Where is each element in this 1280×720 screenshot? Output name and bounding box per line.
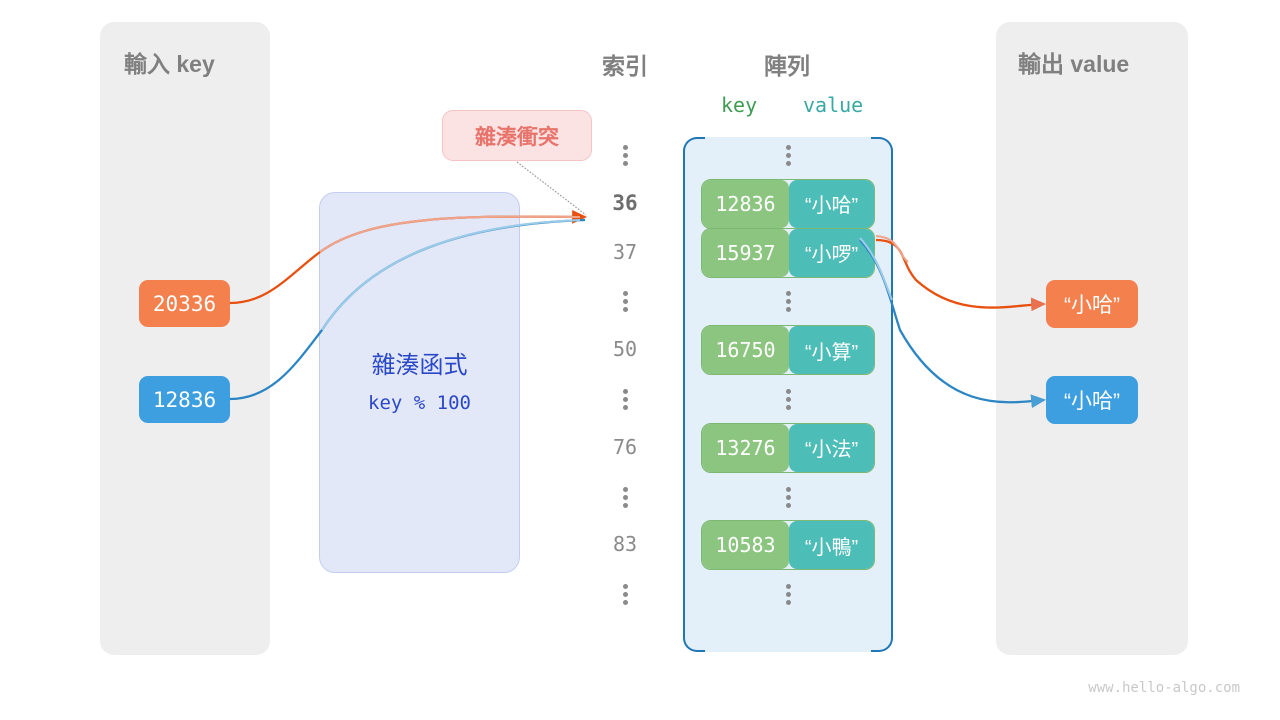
- bucket-ellipsis: [748, 581, 828, 608]
- cell-key: 12836: [702, 179, 789, 228]
- output-value-chip-1: “小哈”: [1046, 280, 1138, 328]
- input-panel: [100, 22, 270, 655]
- hash-function-formula: key % 100: [368, 392, 471, 414]
- cell-key: 15937: [702, 228, 789, 277]
- table-row: 12836“小哈”: [701, 178, 875, 229]
- table-row: 15937“小啰”: [701, 227, 875, 278]
- index-ellipsis: [585, 581, 665, 608]
- index-ellipsis: [585, 386, 665, 413]
- input-key-chip-2: 12836: [139, 376, 230, 423]
- cell-value: “小啰”: [788, 228, 874, 277]
- index-column-heading: 索引: [602, 53, 648, 79]
- array-bracket-left: [683, 137, 705, 652]
- hash-function-box: [319, 192, 520, 573]
- input-key-chip-1: 20336: [139, 280, 230, 327]
- watermark: www.hello-algo.com: [1088, 680, 1240, 696]
- index-ellipsis: [585, 484, 665, 511]
- bucket-ellipsis: [748, 142, 828, 169]
- output-panel-title: 輸出 value: [1018, 51, 1130, 77]
- cell-value: “小法”: [788, 423, 874, 472]
- table-row: 16750“小算”: [701, 325, 875, 376]
- index-label-36: 36: [612, 190, 638, 215]
- cell-value: “小算”: [788, 326, 874, 375]
- cell-value: “小鴨”: [788, 521, 874, 570]
- cell-key: 13276: [702, 423, 789, 472]
- output-panel: [996, 22, 1188, 655]
- output-value-chip-2: “小哈”: [1046, 376, 1138, 424]
- table-row: 13276“小法”: [701, 422, 875, 473]
- cell-key: 10583: [702, 521, 789, 570]
- table-row: 10583“小鴨”: [701, 520, 875, 571]
- index-ellipsis: [585, 142, 665, 169]
- key-column-heading: key: [721, 93, 758, 117]
- hash-function-name: 雜湊函式: [371, 352, 468, 379]
- input-panel-title: 輸入 key: [124, 51, 215, 77]
- bucket-ellipsis: [748, 288, 828, 315]
- index-label-83: 83: [612, 532, 638, 557]
- value-column-heading: value: [803, 93, 864, 117]
- index-label-37: 37: [612, 239, 638, 264]
- array-column-heading: 陣列: [764, 53, 810, 79]
- index-label-50: 50: [612, 337, 638, 362]
- index-label-76: 76: [612, 434, 638, 459]
- bucket-ellipsis: [748, 484, 828, 511]
- cell-key: 16750: [702, 326, 789, 375]
- index-ellipsis: [585, 288, 665, 315]
- bucket-ellipsis: [748, 386, 828, 413]
- hash-collision-label: 雜湊衝突: [442, 110, 592, 161]
- cell-value: “小哈”: [788, 179, 874, 228]
